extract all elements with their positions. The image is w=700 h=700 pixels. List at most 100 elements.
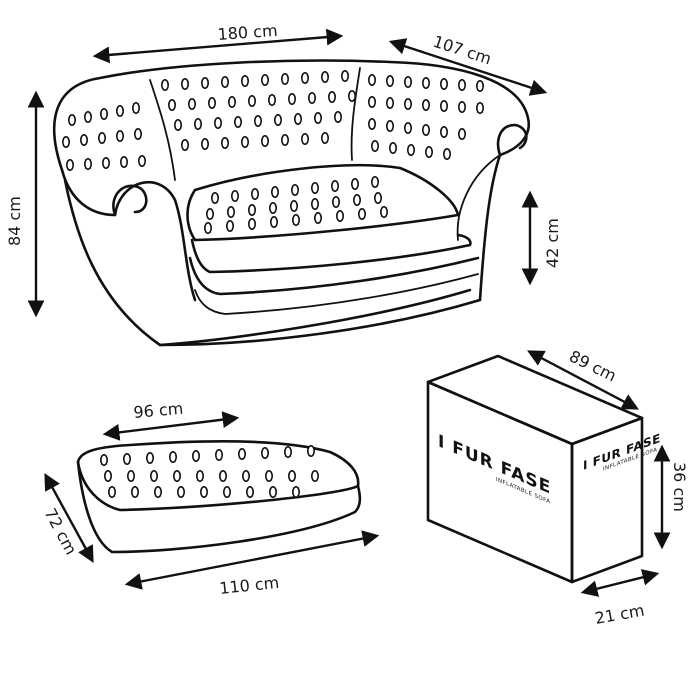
tufting-button: [226, 220, 235, 233]
tufting-button: [424, 146, 433, 159]
tufting-button: [100, 108, 109, 121]
tufting-button: [373, 192, 382, 205]
tufting-button: [331, 196, 340, 209]
packaging-box: I FUR FASE INFLATABLE SOFA I FUR FASE IN…: [426, 354, 661, 584]
tufting-button: [310, 182, 319, 195]
sofa-drawing: [52, 59, 531, 347]
tufting-button: [439, 78, 448, 91]
tufting-button: [287, 93, 296, 106]
tufting-button: [192, 449, 201, 462]
tufting-button: [246, 485, 255, 498]
sofa-left-arm: [60, 168, 197, 302]
sofa-seat-frame-2: [188, 256, 480, 296]
tufting-button: [200, 485, 209, 498]
tufting-button: [260, 74, 269, 87]
tufting-button: [241, 75, 250, 88]
box-width-label: 21 cm: [593, 601, 645, 628]
tufting-button: [132, 102, 141, 115]
seat-height-label: 42 cm: [543, 218, 562, 268]
sofa-tufting-buttons: [61, 70, 484, 235]
tufting-button: [248, 95, 257, 108]
tufting-button: [385, 97, 394, 110]
tufting-button: [66, 159, 75, 172]
sofa-seat-cushion: [186, 163, 460, 242]
tufting-button: [254, 115, 263, 128]
tufting-button: [173, 469, 182, 482]
sofa-back-seam: [149, 79, 176, 181]
tufting-button: [215, 448, 224, 461]
tufting-button: [241, 136, 250, 149]
tufting-button: [370, 176, 379, 189]
cushion-width-label: 96 cm: [133, 399, 184, 422]
tufting-button: [340, 70, 349, 83]
tufting-button: [211, 192, 220, 205]
box-side-logo: I FUR FASE INFLATABLE SOFA: [583, 430, 661, 473]
tufting-button: [421, 77, 430, 90]
tufting-button: [98, 132, 107, 145]
tufting-button: [320, 71, 329, 84]
tufting-button: [234, 116, 243, 129]
sofa-right-inner: [456, 154, 501, 241]
tufting-button: [313, 112, 322, 125]
tufting-button: [68, 114, 77, 127]
tufting-button: [181, 78, 190, 91]
box-length-label: 89 cm: [566, 347, 619, 386]
tufting-button: [379, 206, 388, 219]
tufting-button: [270, 186, 279, 199]
tufting-button: [251, 188, 260, 201]
tufting-button: [439, 126, 448, 139]
tufting-button: [201, 138, 210, 151]
tufting-button: [219, 469, 228, 482]
tufting-button: [242, 469, 251, 482]
tufting-button: [221, 76, 230, 89]
tufting-button: [357, 208, 366, 221]
tufting-button: [367, 96, 376, 109]
tufting-button: [223, 485, 232, 498]
tufting-button: [310, 198, 319, 211]
tufting-button: [335, 210, 344, 223]
dimension-arrows: [27, 28, 671, 597]
tufting-button: [108, 485, 117, 498]
tufting-button: [201, 77, 210, 90]
sofa-back-corner: [350, 67, 361, 161]
tufting-button: [194, 118, 203, 131]
tufting-button: [347, 90, 356, 103]
tufting-button: [475, 102, 484, 115]
tufting-button: [280, 134, 289, 147]
cushion-length-label: 110 cm: [218, 573, 280, 598]
tufting-button: [290, 184, 299, 197]
box-height-label: 36 cm: [670, 462, 689, 512]
tufting-button: [403, 98, 412, 111]
sofa-seat-frame-1: [190, 233, 472, 274]
tufting-button: [208, 97, 217, 110]
tufting-button: [84, 111, 93, 124]
box-width-arrow: [580, 569, 660, 597]
tufting-button: [80, 134, 89, 147]
tufting-button: [260, 135, 269, 148]
tufting-button: [289, 200, 298, 213]
tufting-button: [268, 485, 277, 498]
tufting-button: [300, 133, 309, 146]
tufting-button: [385, 75, 394, 88]
tufting-button: [352, 194, 361, 207]
tufting-button: [131, 485, 140, 498]
tufting-button: [196, 469, 205, 482]
tufting-button: [181, 139, 190, 152]
cushion-tufting-buttons: [100, 444, 319, 498]
tufting-button: [442, 148, 451, 161]
sofa-width-arrow: [92, 28, 344, 64]
tufting-button: [370, 140, 379, 153]
tufting-button: [204, 222, 213, 235]
tufting-button: [439, 100, 448, 113]
tufting-button: [388, 142, 397, 155]
tufting-button: [174, 119, 183, 132]
tufting-button: [291, 485, 300, 498]
sofa-height-label: 84 cm: [5, 196, 24, 246]
tufting-button: [260, 446, 269, 459]
tufting-button: [403, 122, 412, 135]
tufting-button: [273, 114, 282, 127]
tufting-button: [248, 218, 257, 231]
tufting-button: [120, 156, 129, 169]
box-side: [570, 416, 644, 584]
cushion-depth-arrow: [44, 473, 94, 563]
